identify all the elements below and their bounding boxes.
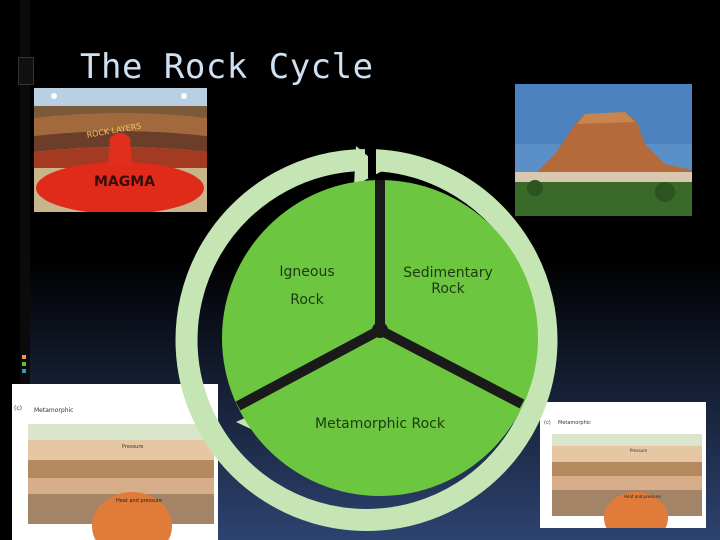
- cycle-pie: [222, 180, 538, 496]
- diagram-heat-right: Heat and pressure: [624, 494, 661, 499]
- igneous-label: Igneous Rock: [262, 264, 352, 308]
- sedimentary-line1: Sedimentary: [403, 265, 493, 281]
- title-accent-square: [18, 57, 34, 85]
- igneous-line2: Rock: [290, 292, 324, 308]
- diagram-heading-left: Metamorphic: [34, 407, 73, 414]
- magma-rock-layers-image: MAGMA ROCK LAYERS: [34, 88, 207, 212]
- metamorphic-label: Metamorphic Rock: [290, 416, 470, 432]
- sedimentary-label: Sedimentary Rock: [392, 265, 504, 297]
- sedimentary-line2: Rock: [431, 281, 465, 297]
- diagram-heading-right: Metamorphic: [558, 420, 591, 426]
- slide-title: The Rock Cycle: [80, 47, 374, 87]
- left-accent-bar: [20, 0, 30, 540]
- diagram-pressure-left: Pressure: [122, 444, 143, 450]
- metamorphic-diagram-left: (c) Metamorphic Pressure Heat and pressu…: [12, 384, 218, 540]
- sedimentary-mesa-photo: [515, 84, 692, 216]
- diagram-letter-left: (c): [14, 405, 22, 412]
- diagram-letter-right: (c): [544, 420, 551, 426]
- igneous-line1: Igneous: [279, 264, 335, 280]
- metamorphic-text: Metamorphic Rock: [315, 416, 445, 432]
- diagram-pressure-right: Pressure: [630, 448, 648, 453]
- diagram-heat-left: Heat and pressure: [116, 498, 162, 504]
- magma-text: MAGMA: [94, 174, 155, 190]
- metamorphic-diagram-right: (c) Metamorphic Pressure Heat and pressu…: [540, 402, 706, 528]
